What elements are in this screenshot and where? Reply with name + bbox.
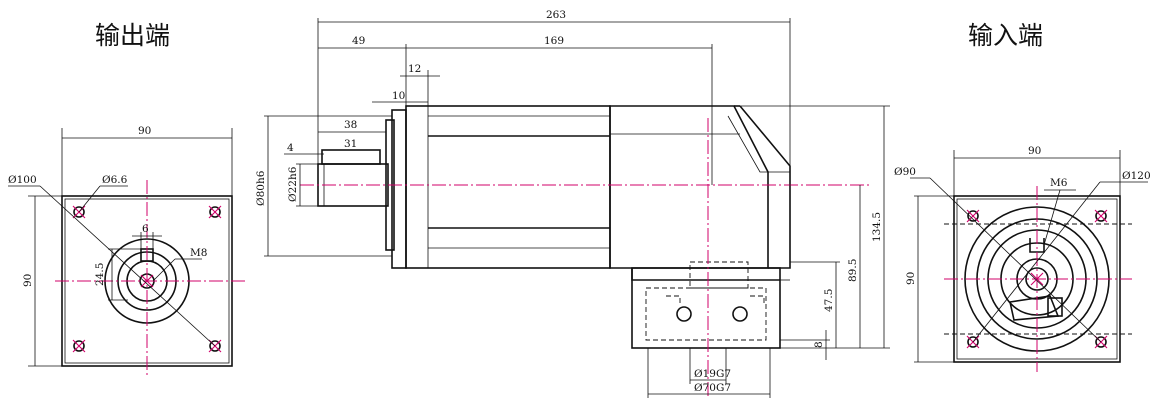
body-length-dim: 169: [544, 35, 564, 47]
pilot-dia-dim: Ø80h6: [255, 170, 267, 206]
input-end-view: 90 90 Ø90 Ø120 M6: [894, 145, 1150, 372]
input-height-dim: 90: [905, 272, 917, 285]
input-pcd-right: Ø120: [1122, 170, 1150, 182]
shaft-length-dim: 38: [344, 119, 357, 131]
output-key-width: 6: [142, 223, 149, 235]
base-dim: 8: [813, 341, 825, 348]
output-height-dim: 90: [22, 274, 34, 287]
flange-thickness-dim: 12: [408, 63, 421, 75]
center-height-dim: 89.5: [847, 259, 859, 282]
input-end-title: 输入端: [968, 21, 1043, 50]
angle-head: [609, 105, 769, 269]
input-adapter: [631, 267, 781, 349]
gear-body: [405, 105, 611, 269]
output-end-view: 90 90 Ø100 Ø6.6 6 24.5 M8: [8, 125, 245, 375]
output-hole-dim: Ø6.6: [102, 174, 128, 186]
output-end-title: 输出端: [95, 21, 170, 50]
input-width-dim: 90: [1028, 145, 1041, 157]
bore-dia-dim: Ø19G7: [694, 368, 731, 380]
step-dim: 10: [392, 90, 405, 102]
input-bolt-hole: [1095, 336, 1107, 348]
shaft-end-dim: 4: [287, 142, 294, 154]
output-bolt-hole: [73, 206, 85, 218]
output-bolt-hole: [209, 206, 221, 218]
output-key-height: 24.5: [94, 263, 106, 286]
output-thread: M8: [190, 247, 207, 259]
output-bolt-hole: [209, 340, 221, 352]
flange-offset-dim: 49: [352, 35, 365, 47]
overall-height-dim: 134.5: [871, 212, 883, 242]
input-thread: M6: [1050, 177, 1068, 189]
flange-dia-dim: Ø70G7: [694, 382, 731, 394]
input-bolt-hole: [967, 210, 979, 222]
shaft-dia-dim: Ø22h6: [287, 166, 299, 202]
shaft-key: [321, 149, 381, 165]
side-view: 263 49 169 12 10 38 31 4 Ø80h6 Ø22h6 134…: [255, 9, 890, 398]
input-pcd-left: Ø90: [894, 166, 916, 178]
output-width-dim: 90: [138, 125, 151, 137]
total-length-dim: 263: [546, 9, 566, 21]
output-bolt-hole: [73, 340, 85, 352]
input-center-dim: 47.5: [823, 289, 835, 312]
key-length-dim: 31: [344, 138, 357, 150]
output-pcd-dim: Ø100: [8, 174, 37, 186]
input-bolt-hole: [1095, 210, 1107, 222]
input-bolt-hole: [967, 336, 979, 348]
